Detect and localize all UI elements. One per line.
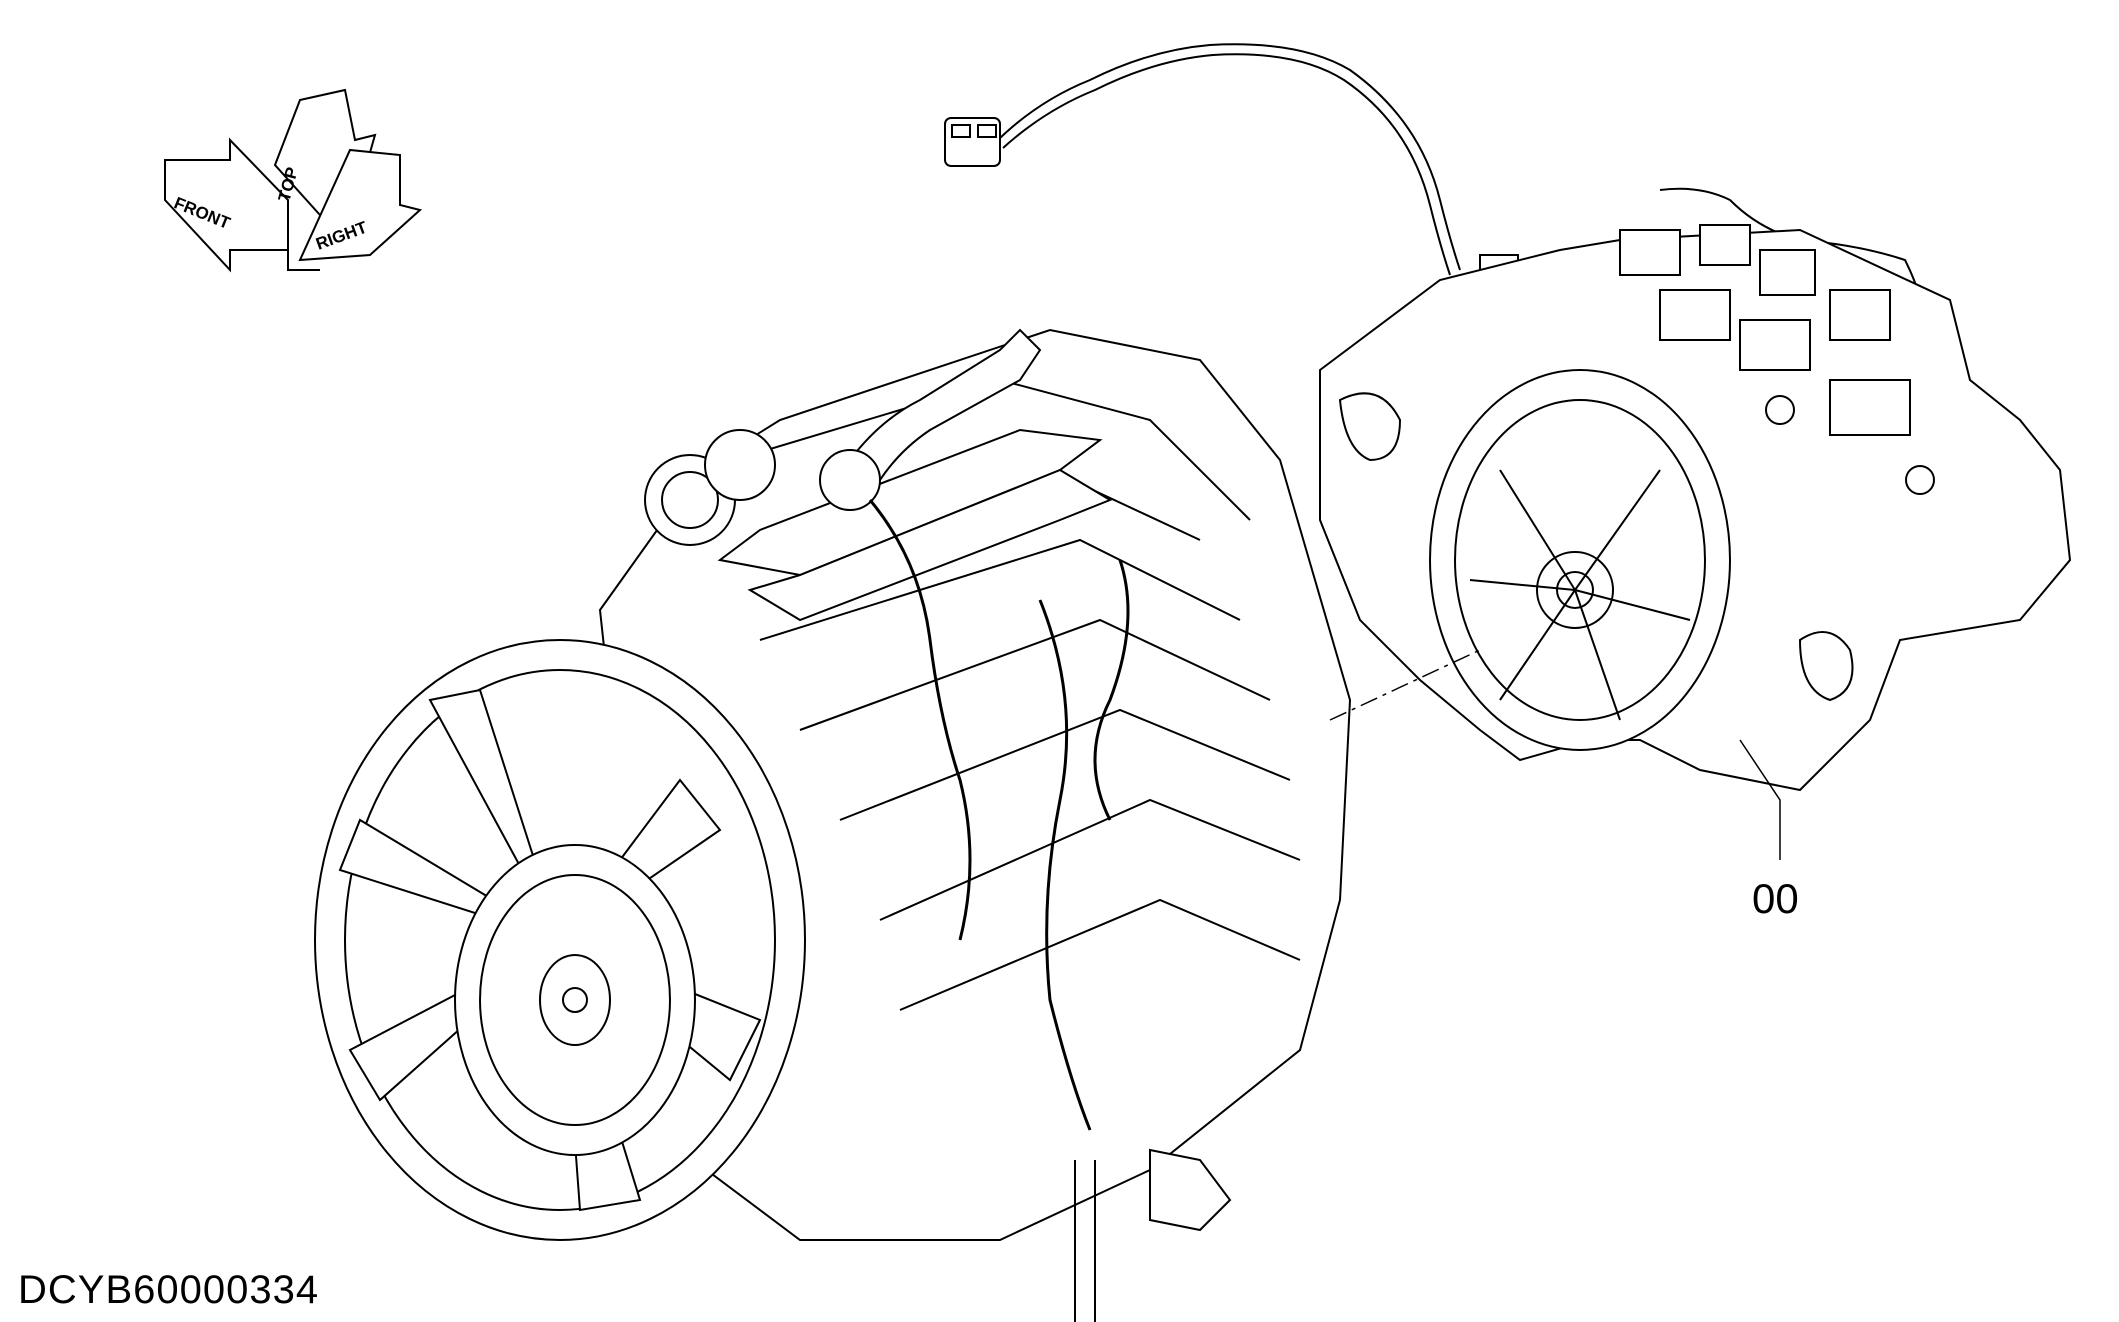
connector-icon: [944, 117, 1001, 167]
alignment-line: [1329, 649, 1481, 721]
top-label: TOP: [275, 165, 302, 203]
pump-callout: 00: [1752, 875, 1799, 922]
hydraulic-pump-assembly: [1319, 224, 2072, 792]
orientation-arrows-icon: FRONT TOP RIGHT: [164, 88, 423, 273]
engine-assembly: [314, 328, 1352, 1322]
callout-leader: [1739, 739, 1781, 860]
document-id: DCYB60000334: [18, 1268, 320, 1312]
